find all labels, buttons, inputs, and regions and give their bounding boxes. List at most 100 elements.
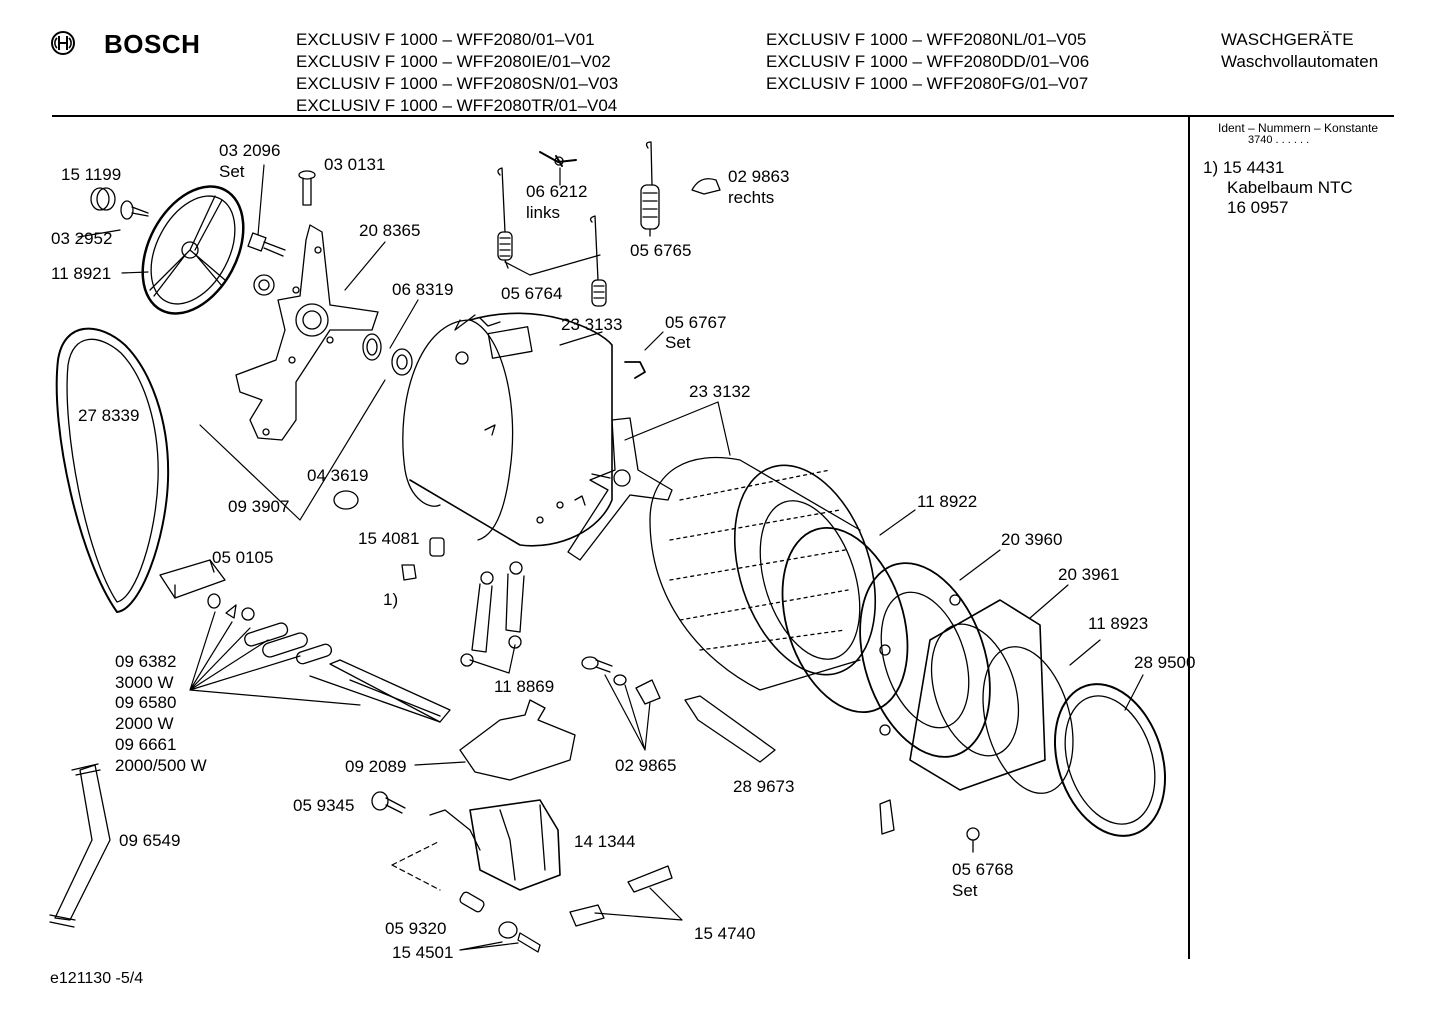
part-label: 20 3960 <box>1001 530 1063 549</box>
part-label: Set <box>952 881 978 900</box>
screw-drawing <box>120 200 149 220</box>
cable-harness-drawing <box>54 764 111 921</box>
flange-drawing <box>235 224 379 441</box>
spring-drawing <box>640 141 660 237</box>
part-label: 05 6767 <box>665 313 727 332</box>
part-label: 03 2952 <box>51 229 113 248</box>
door-ring-drawing <box>1053 683 1167 837</box>
front-panel-drawing <box>909 599 1046 791</box>
part-label: 02 9863 <box>728 167 790 186</box>
part-label: 09 6382 <box>115 652 177 671</box>
part-label: 1) <box>383 590 399 609</box>
model-line: EXCLUSIV F 1000 – WFF2080/01–V01 <box>296 30 595 49</box>
part-label: 05 6765 <box>630 241 692 260</box>
part-label: 3000 W <box>115 673 174 692</box>
screw-drawing <box>966 827 980 841</box>
shock-absorber-drawing <box>460 561 525 667</box>
part-label: 05 9345 <box>293 796 355 815</box>
part-label: 09 6549 <box>119 831 181 850</box>
part-label: 15 4740 <box>694 924 756 943</box>
part-label: 09 3907 <box>228 497 290 516</box>
cap-drawing <box>90 187 110 211</box>
model-line: EXCLUSIV F 1000 – WFF2080TR/01–V04 <box>296 96 618 115</box>
bearing-drawing <box>253 274 275 296</box>
note-line: Kabelbaum NTC <box>1227 178 1353 197</box>
cover-plate-drawing <box>459 699 576 781</box>
part-label: 28 9673 <box>733 777 795 796</box>
part-label: Set <box>219 162 245 181</box>
model-line: EXCLUSIV F 1000 – WFF2080NL/01–V05 <box>766 30 1087 49</box>
part-label: 09 6661 <box>115 735 177 754</box>
header-divider <box>52 115 1394 117</box>
screw-drawing <box>247 232 286 257</box>
document-code: e121130 -5/4 <box>50 970 144 987</box>
motor-drawing <box>429 799 561 891</box>
part-label: 05 6768 <box>952 860 1014 879</box>
brand-name: BOSCH <box>104 29 201 59</box>
grease-tube-drawing <box>684 695 776 763</box>
screw-drawing <box>517 932 541 953</box>
model-line: EXCLUSIV F 1000 – WFF2080SN/01–V03 <box>296 74 619 93</box>
heater-block-drawing <box>159 559 226 599</box>
part-label: 27 8339 <box>78 406 140 425</box>
part-label: links <box>526 203 561 222</box>
model-line: EXCLUSIV F 1000 – WFF2080FG/01–V07 <box>766 74 1089 93</box>
bolt-drawing <box>298 170 316 206</box>
part-label: 11 8869 <box>494 677 555 696</box>
note-line: 16 0957 <box>1227 198 1289 217</box>
part-label: rechts <box>728 188 775 207</box>
front-ring-drawing <box>859 562 991 758</box>
part-label: 20 8365 <box>359 221 421 240</box>
model-line: EXCLUSIV F 1000 – WFF2080DD/01–V06 <box>766 52 1090 71</box>
brush-drawing <box>627 865 673 893</box>
part-label: 15 1199 <box>61 165 122 184</box>
screw-drawing <box>581 656 613 673</box>
part-label: 05 0105 <box>212 548 274 567</box>
brush-drawing <box>569 904 605 927</box>
part-label: 14 1344 <box>574 832 636 851</box>
part-label: 2000/500 W <box>115 756 207 775</box>
category-block: WASCHGERÄTE Waschvollautomaten <box>1221 29 1378 73</box>
sidebar-subheading: 3740 . . . . . . <box>1248 134 1310 146</box>
screw-drawing <box>371 791 406 814</box>
drum-drawing <box>649 456 877 691</box>
part-label: 23 3132 <box>689 382 751 401</box>
part-label: 11 8923 <box>1088 614 1149 633</box>
part-label: Set <box>665 333 691 352</box>
part-label: 06 8319 <box>392 280 454 299</box>
bosch-logo-icon <box>50 30 76 61</box>
part-label: 06 6212 <box>526 182 588 201</box>
spring-drawing <box>589 215 607 307</box>
sidebar-divider <box>1188 117 1190 959</box>
part-label: 15 4081 <box>358 529 420 548</box>
drum-spider-drawing <box>567 417 673 561</box>
part-label: 11 8921 <box>51 264 112 283</box>
model-list-left: EXCLUSIV F 1000 – WFF2080/01–V01 EXCLUSI… <box>296 29 618 117</box>
bearing-drawing <box>362 333 382 361</box>
spring-drawing <box>497 167 513 269</box>
clip-drawing <box>879 799 895 835</box>
part-label: 23 3133 <box>561 315 623 334</box>
tub-drawing <box>402 312 613 547</box>
part-label: 09 6580 <box>115 693 177 712</box>
part-label: 02 9865 <box>615 756 677 775</box>
model-list-right: EXCLUSIV F 1000 – WFF2080NL/01–V05 EXCLU… <box>766 29 1089 95</box>
spacer-drawing <box>459 891 485 913</box>
pulley-wheel-drawing <box>141 185 245 315</box>
category-subtitle: Waschvollautomaten <box>1221 52 1379 71</box>
part-label: 2000 W <box>115 714 174 733</box>
part-label: 11 8922 <box>917 492 978 511</box>
part-label: 05 9320 <box>385 919 447 938</box>
seal-drawing <box>391 348 413 376</box>
model-line: EXCLUSIV F 1000 – WFF2080IE/01–V02 <box>296 52 611 71</box>
part-label: 04 3619 <box>307 466 369 485</box>
part-label: 28 9500 <box>1134 653 1196 672</box>
sidebar-heading: Ident – Nummern – Konstante <box>1218 121 1379 135</box>
plug-drawing <box>333 490 359 510</box>
part-label: 03 0131 <box>324 155 386 174</box>
part-label: 15 4501 <box>392 943 454 962</box>
note-line: 1) 15 4431 <box>1203 158 1285 177</box>
sidebar-note: 1) 15 4431 Kabelbaum NTC 16 0957 <box>1203 158 1353 218</box>
part-label: 03 2096 <box>219 141 281 160</box>
bracket-drawing <box>539 151 577 167</box>
